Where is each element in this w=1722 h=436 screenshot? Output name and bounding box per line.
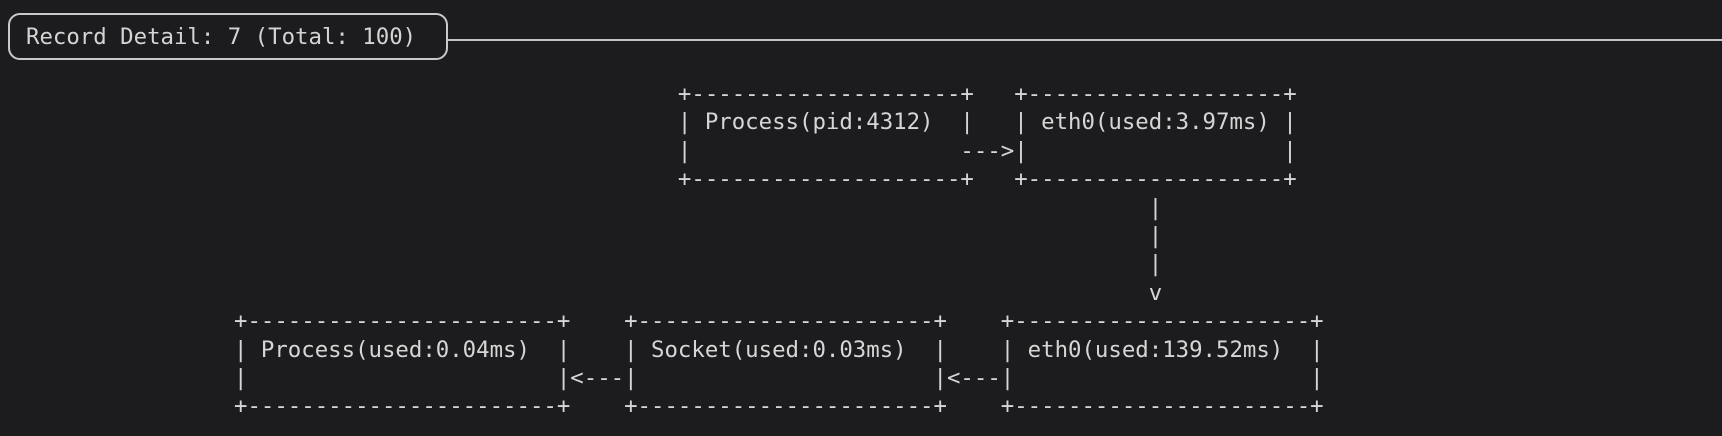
ascii-flow-diagram: +--------------------+ +----------------… <box>234 81 1324 420</box>
panel-top-border-line <box>446 39 1722 41</box>
record-detail-title-box: Record Detail: 7 (Total: 100) <box>8 13 448 60</box>
page-title: Record Detail: 7 (Total: 100) <box>26 23 417 50</box>
